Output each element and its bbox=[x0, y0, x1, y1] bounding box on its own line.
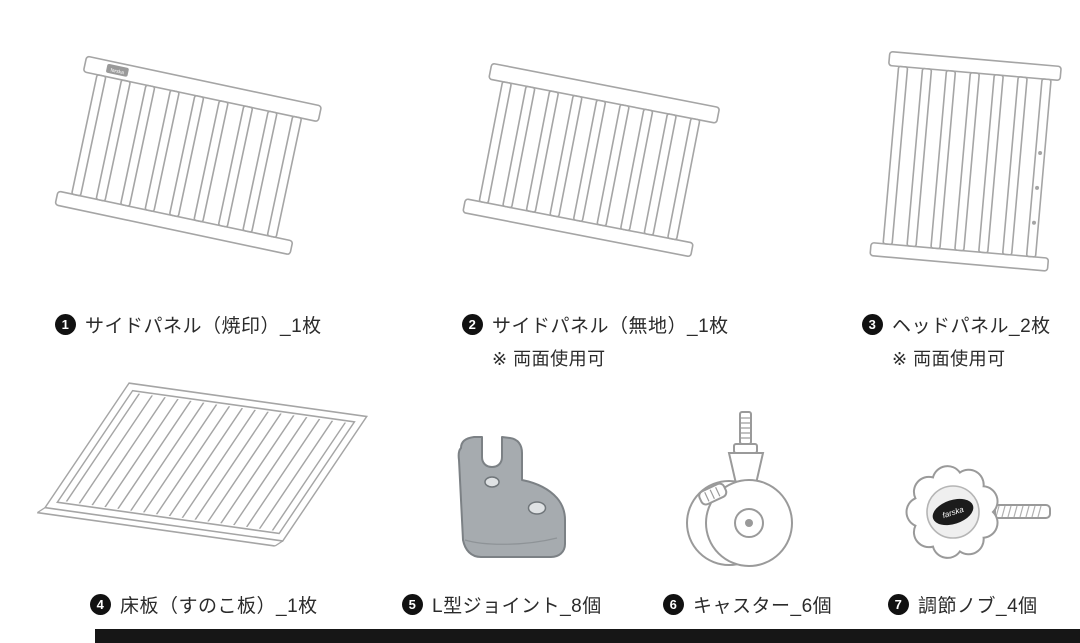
part-label-text: キャスター_6個 bbox=[693, 596, 833, 617]
part-label-side-panel-branded: 1 サイドパネル（焼印）_1枚 bbox=[55, 311, 322, 345]
side-panel-plain-illustration bbox=[455, 22, 725, 297]
l-joint-illustration bbox=[425, 428, 575, 578]
part-label-l-joint: 5 L型ジョイント_8個 bbox=[402, 591, 602, 618]
part-label-caster: 6 キャスター_6個 bbox=[663, 591, 832, 618]
part-number-badge: 2 bbox=[462, 314, 483, 335]
side-panel-branded-illustration: farska bbox=[48, 22, 328, 292]
part-label-knob: 7 調節ノブ_4個 bbox=[888, 591, 1038, 618]
part-number-badge: 7 bbox=[888, 594, 909, 615]
bottom-divider-bar bbox=[95, 629, 1080, 643]
part-number-badge: 4 bbox=[90, 594, 111, 615]
part-label-text: ヘッドパネル_2枚 bbox=[892, 316, 1051, 337]
part-number-badge: 1 bbox=[55, 314, 76, 335]
brand-mark-text: farska bbox=[110, 67, 125, 76]
brand-mark: farska bbox=[106, 63, 129, 77]
part-number-badge: 6 bbox=[663, 594, 684, 615]
part-label-side-panel-plain: 2 サイドパネル（無地）_1枚 ※ 両面使用可 bbox=[462, 311, 729, 371]
part-label-text: 調節ノブ_4個 bbox=[918, 596, 1038, 617]
part-label-text: L型ジョイント_8個 bbox=[432, 596, 602, 617]
part-label-text: 床板（すのこ板）_1枚 bbox=[120, 596, 318, 617]
part-number-badge: 3 bbox=[862, 314, 883, 335]
floor-board-illustration bbox=[25, 380, 375, 570]
knob-illustration: farska bbox=[895, 450, 1070, 575]
part-label-head-panel: 3 ヘッドパネル_2枚 ※ 両面使用可 bbox=[862, 311, 1051, 371]
part-number-badge: 5 bbox=[402, 594, 423, 615]
part-label-text: サイドパネル（焼印）_1枚 bbox=[85, 316, 322, 337]
part-note: ※ 両面使用可 bbox=[892, 349, 1006, 369]
part-note: ※ 両面使用可 bbox=[492, 349, 606, 369]
head-panel-illustration bbox=[866, 25, 1076, 295]
part-label-text: サイドパネル（無地）_1枚 bbox=[492, 316, 729, 337]
part-label-floor-board: 4 床板（すのこ板）_1枚 bbox=[90, 591, 318, 618]
caster-illustration bbox=[685, 408, 805, 578]
